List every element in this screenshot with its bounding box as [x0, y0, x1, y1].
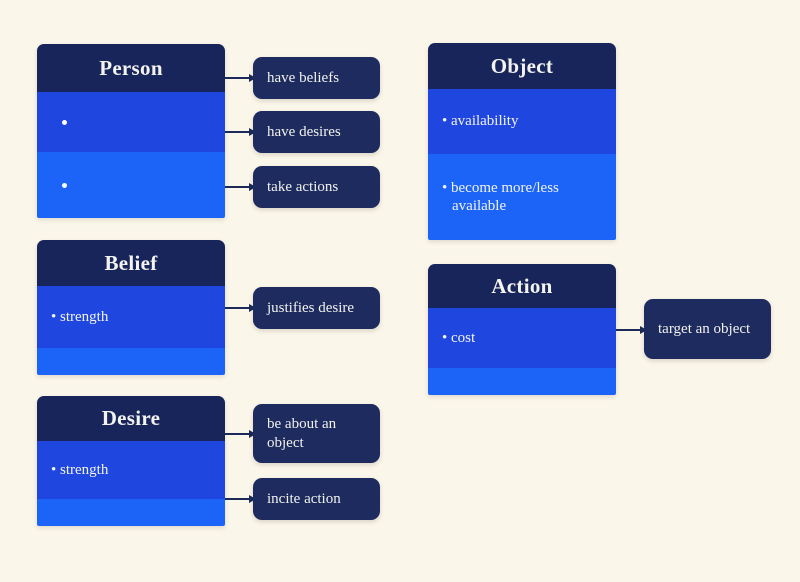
entity-card-desire[interactable]: Desire • strength — [37, 396, 225, 526]
entity-row-text: • availability — [442, 113, 519, 130]
predicate-target-an-object[interactable]: target an object — [644, 299, 771, 359]
entity-row-object-0: • availability — [428, 89, 616, 154]
entity-title-action: Action — [428, 264, 616, 308]
predicate-label: take actions — [267, 178, 339, 195]
predicate-take-actions[interactable]: take actions — [253, 166, 380, 208]
connector-desire-incite-action — [225, 498, 255, 500]
entity-card-person[interactable]: Person — [37, 44, 225, 218]
predicate-label: have desires — [267, 123, 341, 140]
connector-desire-be-about-an-object — [225, 433, 255, 435]
entity-title-belief: Belief — [37, 240, 225, 286]
entity-title-person: Person — [37, 44, 225, 92]
entity-title-object: Object — [428, 43, 616, 89]
connector-person-have-beliefs — [225, 77, 255, 79]
entity-row-person-0 — [37, 92, 225, 152]
entity-title-desire: Desire — [37, 396, 225, 441]
predicate-label: have beliefs — [267, 69, 340, 86]
entity-row-desire-1 — [37, 499, 225, 526]
entity-row-text: • strength — [51, 461, 109, 478]
connector-action-target-an-object — [616, 329, 646, 331]
predicate-label: target an object — [658, 320, 751, 337]
entity-row-object-1: • become more/less available — [428, 154, 616, 240]
connector-person-take-actions — [225, 186, 255, 188]
entity-row-text: • cost — [442, 329, 476, 346]
predicate-have-desires[interactable]: have desires — [253, 111, 380, 153]
entity-card-action[interactable]: Action • cost — [428, 264, 616, 395]
entity-row-person-1 — [37, 152, 225, 218]
predicate-label: be about an object — [267, 415, 337, 451]
bullet-icon — [62, 182, 67, 188]
predicate-incite-action[interactable]: incite action — [253, 478, 380, 520]
entity-card-object[interactable]: Object • availability • become more/less… — [428, 43, 616, 240]
predicate-label: justifies desire — [267, 299, 355, 316]
entity-row-action-0: • cost — [428, 308, 616, 368]
entity-card-belief[interactable]: Belief • strength — [37, 240, 225, 375]
predicate-justifies-desire[interactable]: justifies desire — [253, 287, 380, 329]
entity-row-action-1 — [428, 368, 616, 395]
predicate-label: incite action — [267, 490, 341, 507]
entity-row-text: • strength — [51, 308, 109, 325]
entity-row-desire-0: • strength — [37, 441, 225, 499]
entity-row-belief-0: • strength — [37, 286, 225, 348]
predicate-have-beliefs[interactable]: have beliefs — [253, 57, 380, 99]
connector-person-have-desires — [225, 131, 255, 133]
entity-row-text: • become more/less available — [442, 179, 559, 214]
bullet-icon — [62, 119, 67, 125]
entity-row-belief-1 — [37, 348, 225, 375]
connector-belief-justifies-desire — [225, 307, 255, 309]
predicate-be-about-an-object[interactable]: be about an object — [253, 404, 380, 463]
